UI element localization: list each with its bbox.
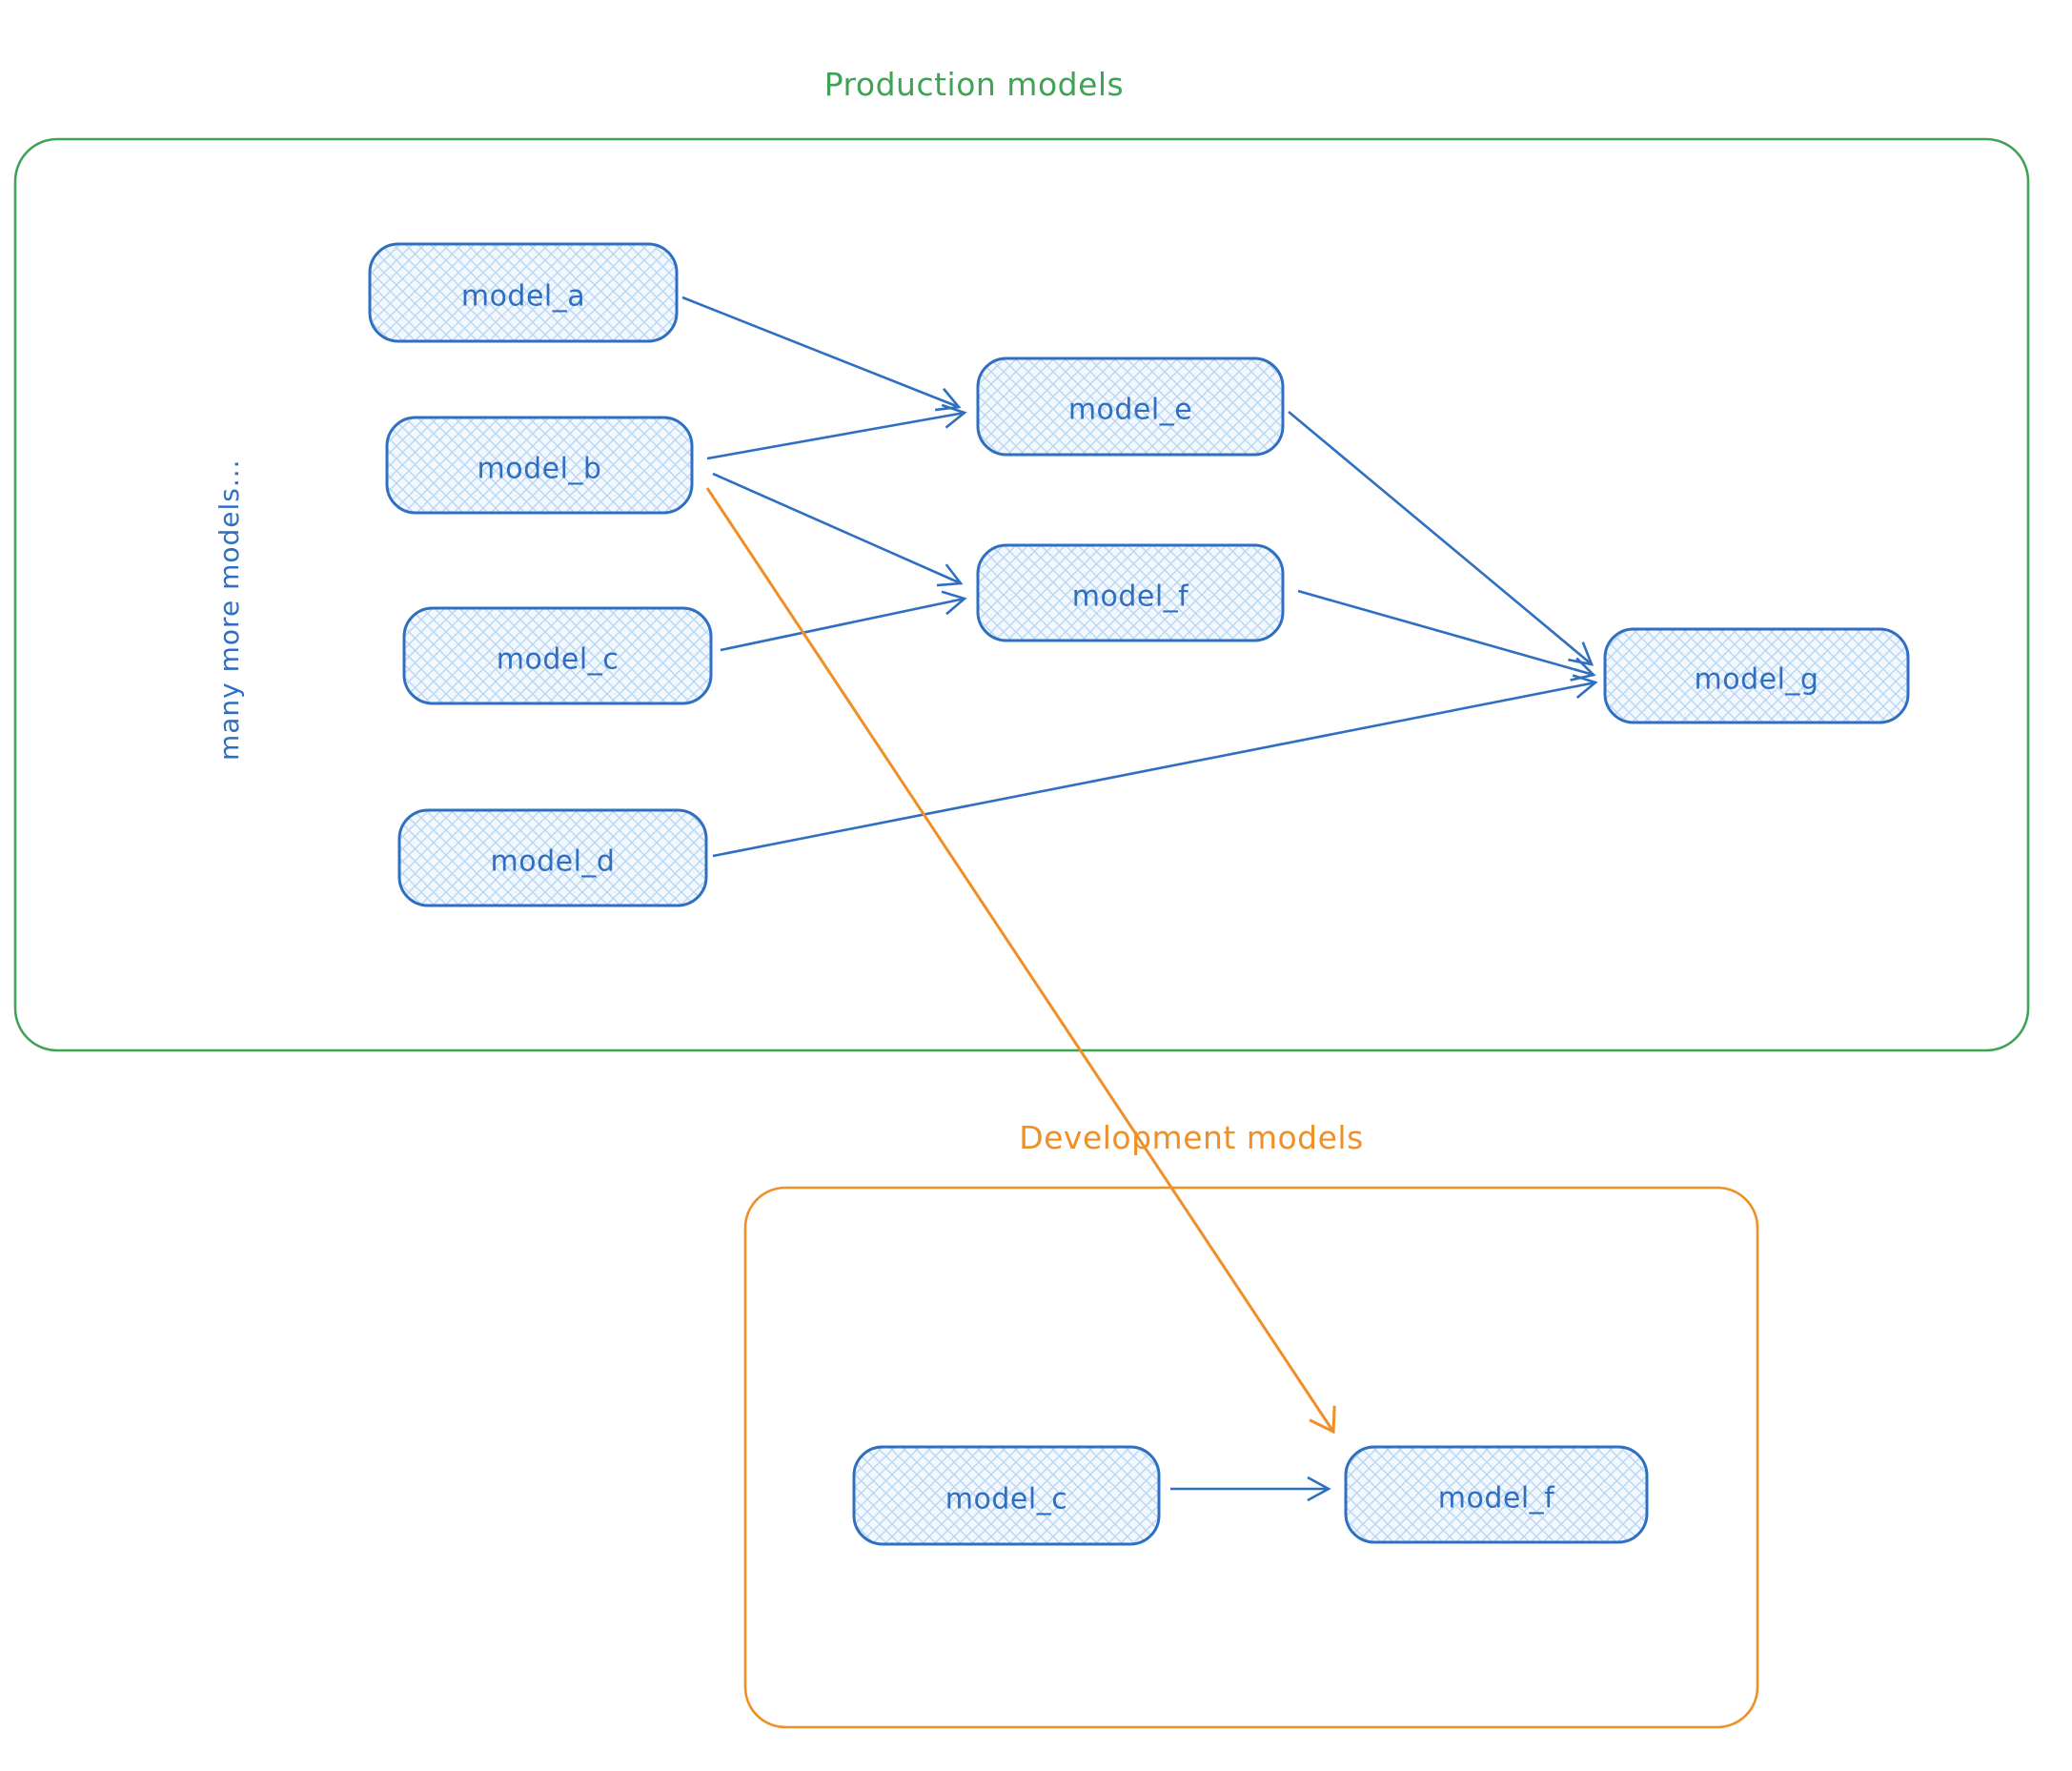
production-container [13,137,2030,1052]
node-label-model-c: model_c [497,643,619,677]
node-model-a: model_a [368,242,679,343]
node-box-model-b [385,416,694,515]
node-model-d: model_d [397,808,708,907]
node-dev-model-c: model_c [852,1445,1161,1546]
node-label-model-f: model_f [1072,580,1189,614]
node-box-model-g [1603,627,1910,724]
node-box-model-f [976,543,1285,642]
edge-model-f-to-model-g [1297,589,1596,682]
node-box-model-a [368,242,679,343]
node-model-c: model_c [402,606,713,705]
node-box-dev-model-c [852,1445,1161,1546]
edge-model-b-to-model-f [712,472,964,587]
node-model-e: model_e [976,356,1285,457]
node-box-dev-model-f [1344,1445,1649,1544]
many-more-models-note: many more models... [213,458,245,761]
node-box-model-d [397,808,708,907]
edge-model-c-to-model-f [720,590,967,652]
node-label-model-e: model_e [1068,394,1192,427]
node-label-dev-model-c: model_c [945,1483,1067,1517]
edge-model-d-to-model-g [712,674,1598,858]
node-model-f: model_f [976,543,1285,642]
node-label-model-g: model_g [1695,663,1819,697]
edge-model-b-to-dev-model-f [705,487,1336,1435]
edge-model-a-to-model-e [681,295,962,412]
node-box-model-e [976,356,1285,457]
edge-model-e-to-model-g [1288,411,1595,666]
edge-model-b-to-model-e [706,403,967,460]
node-box-model-c [402,606,713,705]
node-model-g: model_g [1603,627,1910,724]
node-label-model-a: model_a [461,280,585,314]
node-model-b: model_b [385,416,694,515]
node-label-dev-model-f: model_f [1438,1482,1555,1516]
development-container [743,1186,1759,1729]
production-title: Production models [824,66,1125,103]
development-title: Development models [1019,1119,1364,1156]
node-label-model-b: model_b [477,453,602,486]
node-label-model-d: model_d [491,845,616,879]
node-dev-model-f: model_f [1344,1445,1649,1544]
